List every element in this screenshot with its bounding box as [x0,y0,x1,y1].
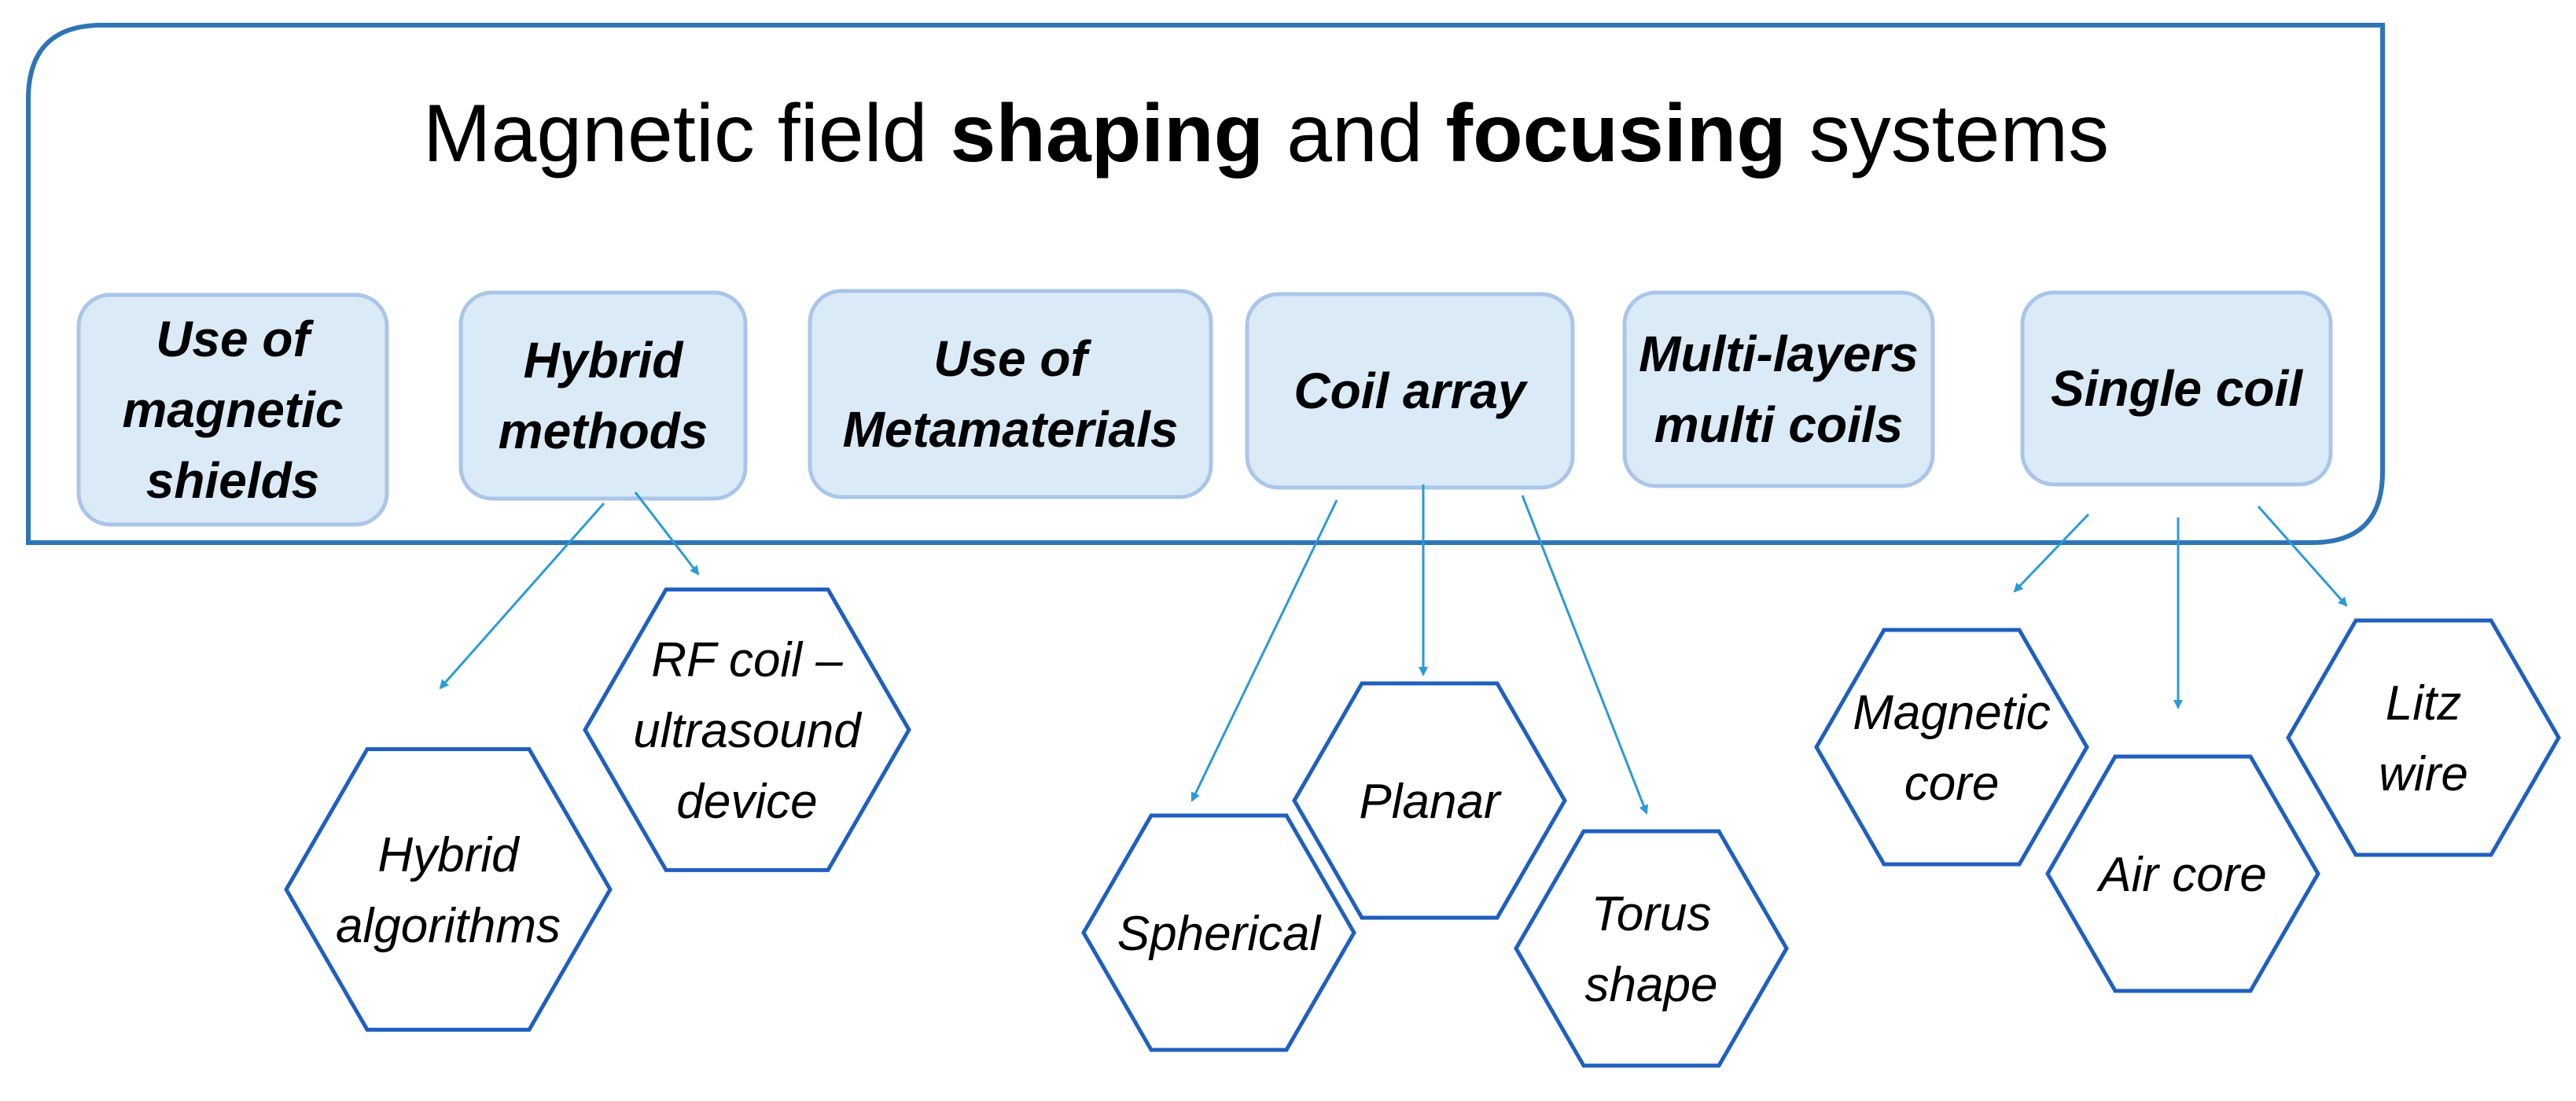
hex-planar-label-line: Planar [1359,775,1502,829]
hex-air-core-shape [2045,754,2320,993]
hex-planar: Planar [1292,681,1567,920]
hex-rf-coil-ultrasound-label-line: RF coil – [651,633,843,687]
cat-metamaterials-box [808,289,1213,499]
title-part: focusing [1445,88,1786,179]
hex-litz-wire: Litz wire [2286,618,2561,857]
page-title: Magnetic field shaping and focusing syst… [423,88,2109,179]
hex-magnetic-core: Magnetic core [1814,628,2089,867]
hex-air-core: Air core [2045,754,2320,993]
hex-hybrid-algorithms-shape [284,747,613,1032]
cat-hybrid-methods-label-line: Hybrid [524,332,685,388]
hex-torus-shape-label-line: Torus [1592,887,1712,941]
hex-rf-coil-ultrasound-label-line: ultrasound [633,704,863,758]
title-part: and [1264,88,1445,179]
title-part: Magnetic field [423,88,951,179]
hex-rf-coil-ultrasound-shape [583,587,911,872]
connector-arrows [439,484,2348,815]
cat-hybrid-methods: Hybrid methods [458,290,748,501]
arrow-to-hex-rf-coil-ultrasound [634,492,700,576]
cat-coil-array: Coil array [1245,292,1575,490]
category-boxes: Use of magnetic shields Hybrid methods Use of… [76,289,2333,527]
cat-single-coil-box [2020,290,2333,487]
cat-metamaterials: Use of Metamaterials [808,289,1213,499]
cat-coil-array-label-line: Coil array [1294,363,1529,419]
outer-frame [26,23,2385,545]
title-part: systems [1787,88,2109,179]
arrow-to-hex-litz-wire [2257,506,2348,607]
hex-hybrid-algorithms-label-line: algorithms [336,899,561,953]
arrow-to-hex-torus-shape [1521,495,1648,815]
cat-multi-layers-label-line: multi coils [1654,396,1904,453]
hex-torus-shape: Torus shape [1514,829,1789,1068]
hex-litz-wire-label-line: Litz [2386,676,2461,731]
hex-litz-wire-shape [2286,618,2561,857]
hex-spherical: Spherical [1081,813,1356,1052]
cat-hybrid-methods-box [458,290,748,501]
hex-magnetic-core-label-line: Magnetic [1853,686,2051,740]
hex-spherical-shape [1081,813,1356,1052]
hex-hybrid-algorithms: Hybrid algorithms [284,747,613,1032]
cat-single-coil-label-line: Single coil [2051,360,2303,417]
cat-multi-layers-label-line: Multi-layers [1639,326,1919,382]
cat-magnetic-shields-label-line: shields [146,452,320,509]
arrow-to-hex-hybrid-algorithms [439,503,605,690]
hex-hybrid-algorithms-label-line: Hybrid [377,828,521,882]
hex-magnetic-core-label-line: core [1904,757,2000,811]
cat-multi-layers: Multi-layers multi coils [1622,290,1935,488]
arrow-to-hex-spherical [1190,499,1338,802]
cat-metamaterials-label-line: Metamaterials [843,401,1179,458]
hex-torus-shape-label-line: shape [1585,958,1718,1012]
cat-magnetic-shields-label-line: magnetic [123,381,344,438]
cat-magnetic-shields-box [76,293,389,527]
hex-torus-shape-shape [1514,829,1789,1068]
subtype-hexagons: Hybrid algorithms RF coil – ultrasound devic… [284,587,2561,1068]
cat-multi-layers-box [1622,290,1935,488]
arrow-to-hex-magnetic-core [2013,513,2090,593]
hex-planar-shape [1292,681,1567,920]
hex-rf-coil-ultrasound: RF coil – ultrasound device [583,587,911,872]
cat-magnetic-shields: Use of magnetic shields [76,293,389,527]
cat-hybrid-methods-label-line: methods [499,403,708,459]
hex-spherical-label-line: Spherical [1117,907,1323,961]
cat-single-coil: Single coil [2020,290,2333,487]
cat-metamaterials-label-line: Use of [933,330,1091,387]
cat-magnetic-shields-label-line: Use of [156,311,314,367]
hex-magnetic-core-shape [1814,628,2089,867]
hex-rf-coil-ultrasound-label-line: device [676,775,817,829]
cat-coil-array-box [1245,292,1575,490]
title-part: shaping [950,88,1264,179]
hex-air-core-label-line: Air core [2096,848,2267,902]
hex-litz-wire-label-line: wire [2379,747,2468,801]
